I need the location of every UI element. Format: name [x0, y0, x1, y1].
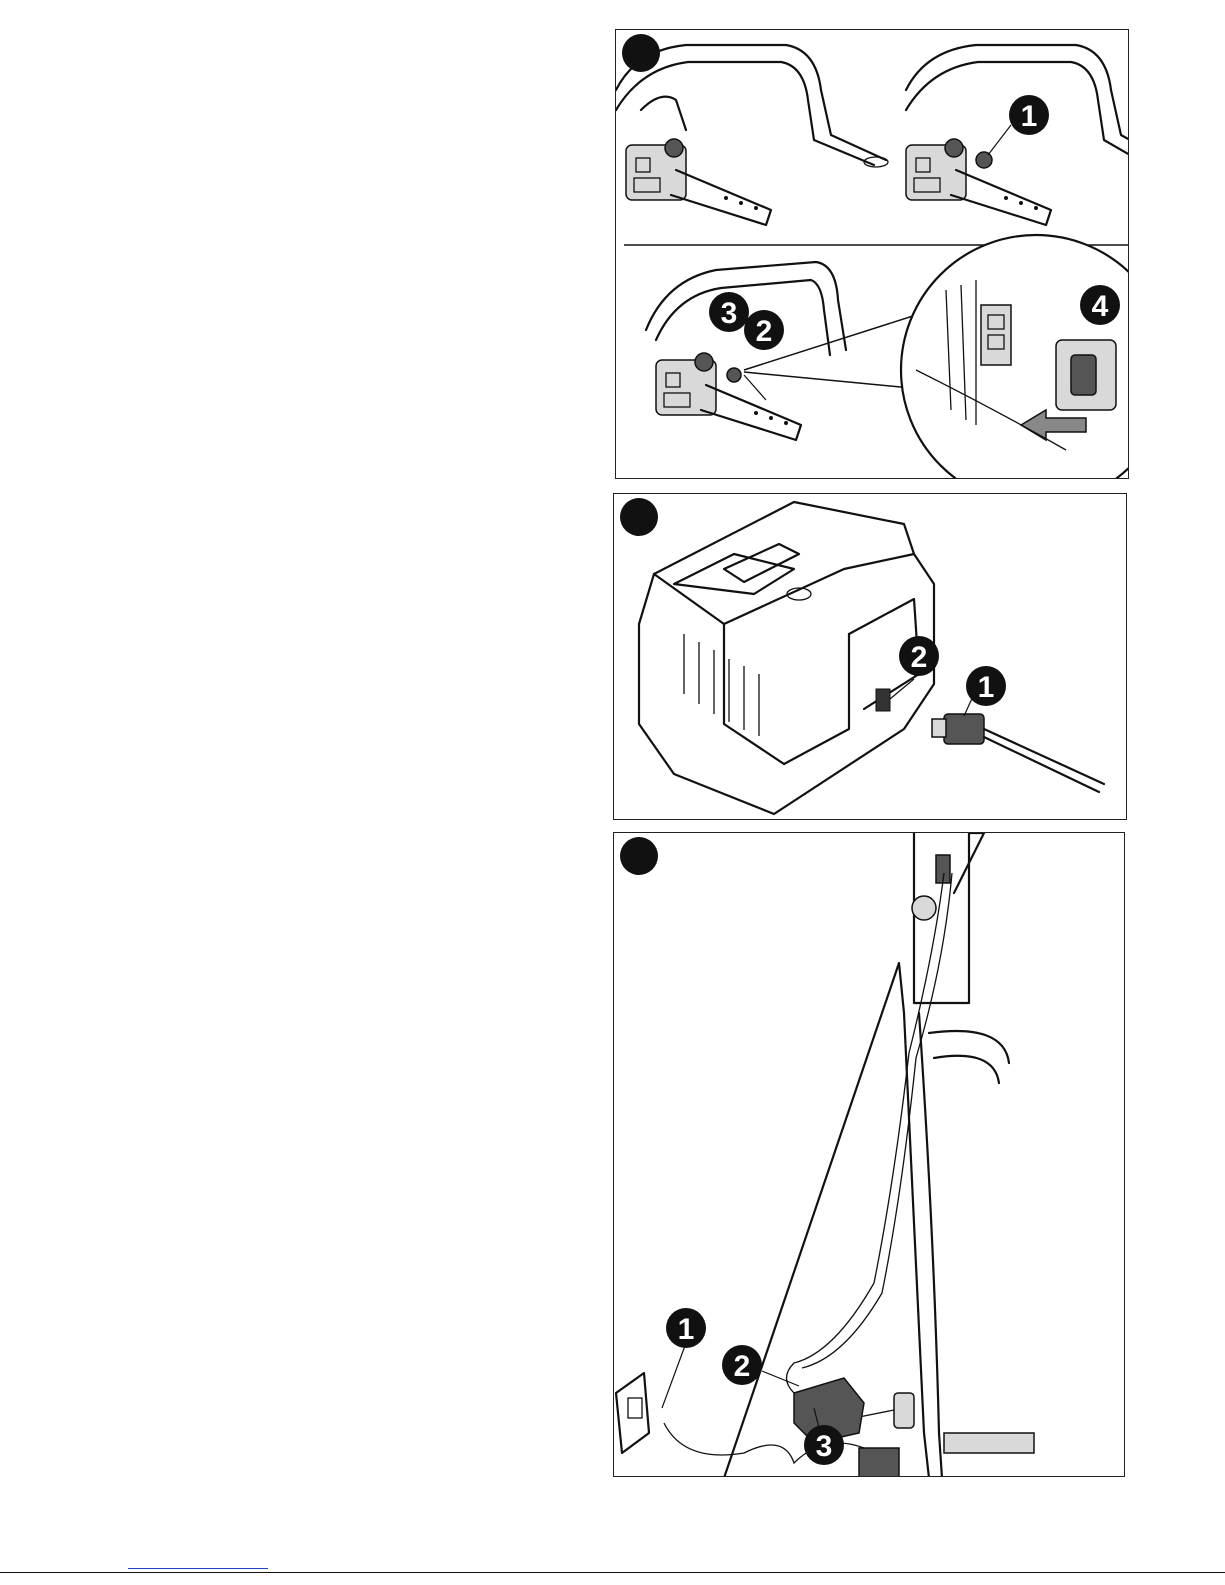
- detail-zoom-circle: [901, 235, 1129, 479]
- mower-handle-drawing: [724, 833, 1034, 1477]
- handle-drawing-left: [616, 45, 888, 225]
- wall-outlet-drawing: [616, 1373, 649, 1453]
- svg-text:3: 3: [721, 297, 738, 330]
- footer-link-underline[interactable]: [128, 1568, 268, 1569]
- figure-panel-handle-switch: 1 3 2 4: [615, 29, 1129, 479]
- svg-text:2: 2: [911, 641, 928, 674]
- handle-drawing-right: [906, 45, 1129, 225]
- svg-text:1: 1: [978, 671, 995, 704]
- battery-pack-drawing: [639, 502, 934, 814]
- power-cord-drawing: [664, 873, 952, 1463]
- callout-1: 1: [1009, 95, 1049, 135]
- callout-2: 2: [744, 310, 784, 350]
- handle-switch-illustration: 1 3 2 4: [616, 30, 1129, 479]
- callout-1: 1: [666, 1308, 706, 1348]
- handle-drawing-bottom: [646, 262, 916, 440]
- footer-rule: [0, 1572, 1225, 1573]
- svg-text:2: 2: [734, 1350, 751, 1383]
- charger-illustration: 1 2 3: [614, 833, 1125, 1477]
- callout-4: 4: [1080, 285, 1120, 325]
- svg-text:3: 3: [816, 1430, 833, 1463]
- callout-3: 3: [804, 1425, 844, 1465]
- svg-text:1: 1: [678, 1313, 695, 1346]
- svg-text:1: 1: [1021, 100, 1038, 133]
- callout-1: 1: [966, 666, 1006, 706]
- battery-illustration: 2 1: [614, 494, 1127, 820]
- connector-plug-drawing: [932, 714, 1104, 792]
- callout-3: 3: [709, 292, 749, 332]
- figure-panel-battery-connector: 2 1: [613, 493, 1127, 820]
- figure-panel-charger-setup: 1 2 3: [613, 832, 1125, 1477]
- svg-text:4: 4: [1092, 290, 1109, 323]
- callout-2: 2: [722, 1345, 762, 1385]
- svg-text:2: 2: [756, 315, 773, 348]
- callout-2: 2: [899, 636, 939, 676]
